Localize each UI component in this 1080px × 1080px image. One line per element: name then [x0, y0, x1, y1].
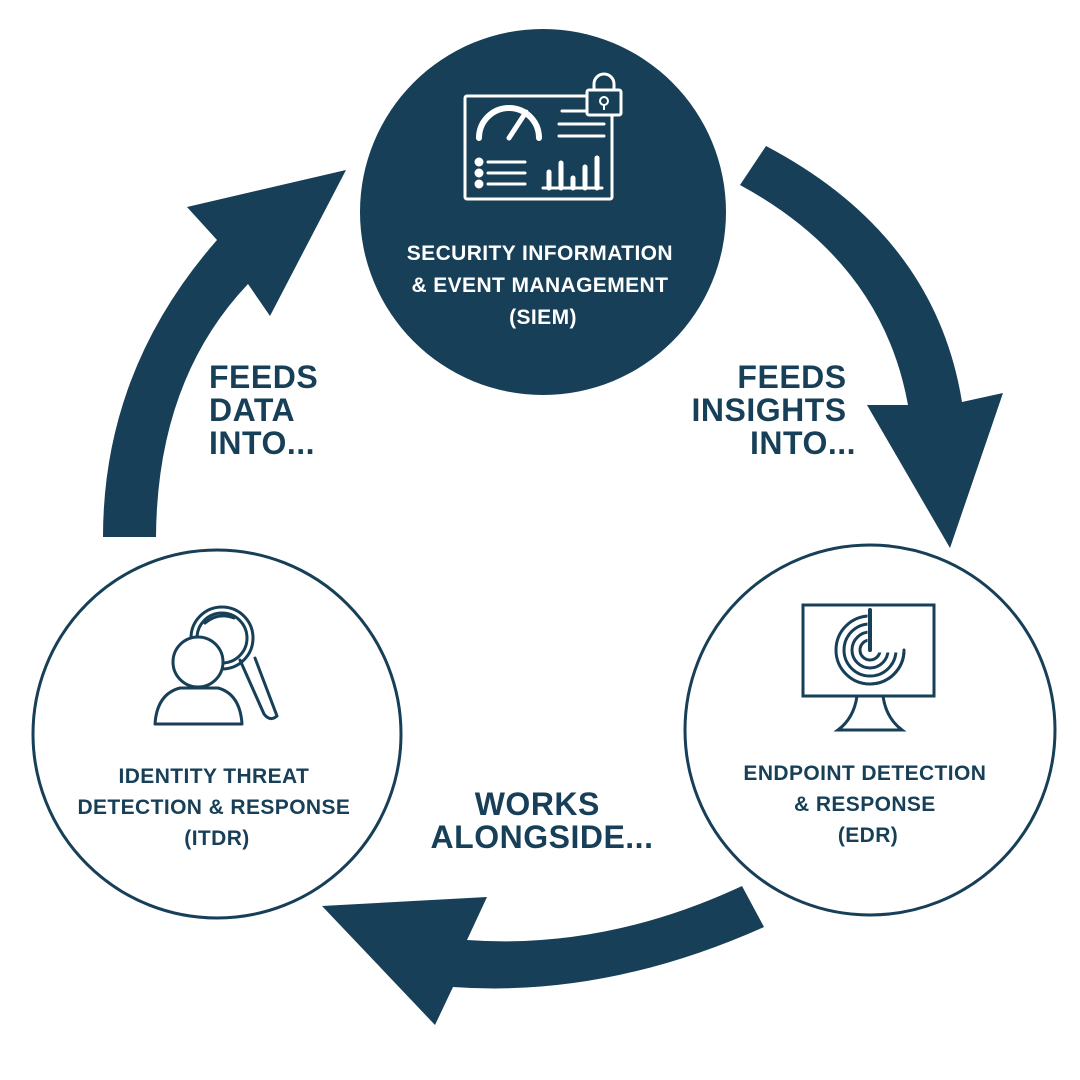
node-itdr-circle [31, 548, 403, 920]
label-works-alongside-line-2: ALONGSIDE... [431, 819, 654, 855]
arrow-siem-to-edr [740, 146, 1003, 548]
node-edr: ENDPOINT DETECTION & RESPONSE (EDR) [683, 543, 1057, 917]
label-feeds-insights-line-2: INSIGHTS [691, 392, 846, 428]
label-feeds-data-line-3: INTO... [209, 425, 315, 461]
label-feeds-data-line-1: FEEDS [209, 359, 318, 395]
svg-text:SECURITY INFORMATION & E: SECURITY INFORMATION & EVENT MANAGEMENT … [407, 242, 679, 329]
user-magnifier-icon [153, 605, 279, 726]
siem-title-line-1: SECURITY INFORMATION [407, 242, 673, 265]
itdr-title-line-1: IDENTITY THREAT [119, 765, 310, 788]
itdr-title-line-3: (ITDR) [184, 827, 249, 850]
edr-title-line-2: & RESPONSE [794, 793, 936, 816]
label-feeds-data-line-2: DATA [209, 392, 295, 428]
svg-text:IDENTITY THREAT DETECTIO: IDENTITY THREAT DETECTION & RESPONSE (IT… [77, 765, 356, 850]
siem-title-line-2: & EVENT MANAGEMENT [411, 274, 668, 297]
node-itdr: IDENTITY THREAT DETECTION & RESPONSE (IT… [31, 548, 403, 920]
node-siem-circle [360, 29, 726, 395]
label-feeds-insights-line-3: INTO... [750, 425, 856, 461]
label-feeds-insights: FEEDS INSIGHTS INTO... [691, 359, 856, 461]
svg-text:ENDPOINT DETECTION & RES: ENDPOINT DETECTION & RESPONSE (EDR) [743, 762, 992, 847]
arrow-itdr-to-siem [103, 170, 346, 537]
node-siem: SECURITY INFORMATION & EVENT MANAGEMENT … [360, 29, 726, 395]
edr-title-line-3: (EDR) [838, 824, 898, 847]
siem-title-line-3: (SIEM) [509, 306, 577, 329]
label-feeds-data: FEEDS DATA INTO... [209, 359, 328, 461]
monitor-radar-icon [801, 603, 936, 732]
dashboard-lock-icon [463, 94, 614, 201]
label-works-alongside-line-1: WORKS [475, 786, 600, 822]
label-feeds-insights-line-1: FEEDS [737, 359, 846, 395]
lock-icon [585, 72, 623, 117]
edr-title-line-1: ENDPOINT DETECTION [743, 762, 986, 785]
arrow-edr-to-itdr [322, 886, 764, 1025]
itdr-title-line-2: DETECTION & RESPONSE [77, 796, 350, 819]
label-works-alongside: WORKS ALONGSIDE... [431, 786, 654, 855]
